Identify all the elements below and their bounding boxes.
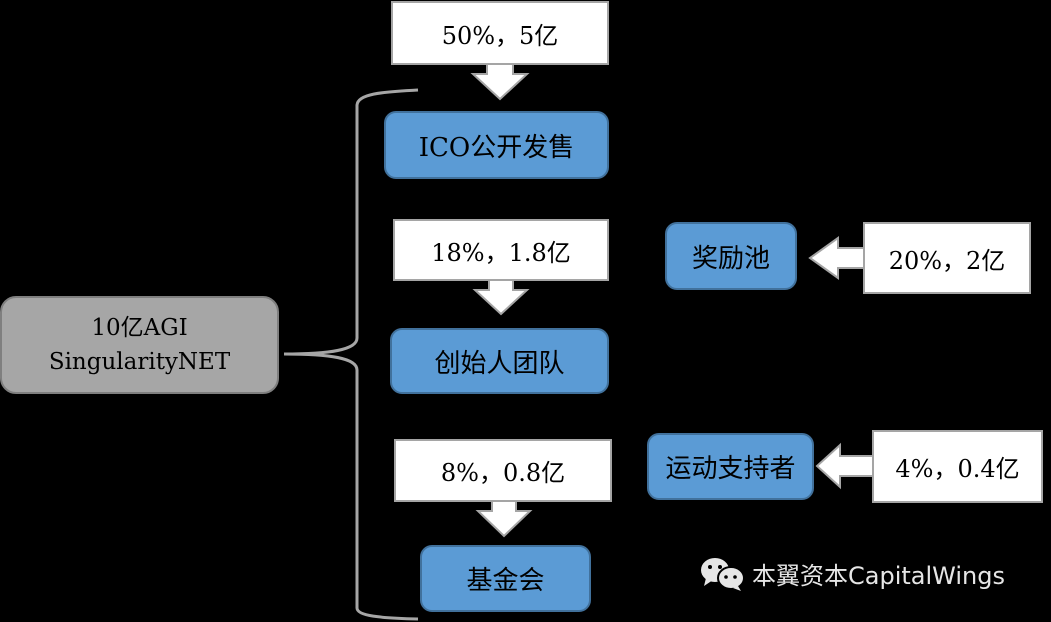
arrow-left-icon <box>815 442 875 490</box>
supporters-node: 运动支持者 <box>647 433 814 500</box>
foundation-node: 基金会 <box>420 545 591 612</box>
arrow-down-icon <box>470 63 530 101</box>
root-node-singularitynet: 10亿AGI SingularityNET <box>0 296 279 394</box>
founders-share-label: 18%，1.8亿 <box>393 219 609 281</box>
ico-node: ICO公开发售 <box>384 111 609 179</box>
arrow-down-icon <box>475 500 533 538</box>
reward-pool-share-label: 20%，2亿 <box>863 222 1031 294</box>
arrow-down-icon <box>472 279 530 316</box>
wechat-icon <box>701 557 745 591</box>
supporters-share-label: 4%，0.4亿 <box>872 430 1043 503</box>
arrow-left-icon <box>808 236 865 280</box>
watermark-text: 本翼资本CapitalWings <box>752 562 1005 590</box>
brace-connector <box>283 88 419 621</box>
foundation-share-label: 8%，0.8亿 <box>394 439 612 502</box>
root-line1: 10亿AGI <box>91 315 188 341</box>
ico-share-label: 50%，5亿 <box>391 1 609 65</box>
watermark: 本翼资本CapitalWings <box>700 556 1005 591</box>
reward-pool-node: 奖励池 <box>665 222 797 290</box>
root-line2: SingularityNET <box>48 349 231 375</box>
founders-node: 创始人团队 <box>390 328 609 394</box>
